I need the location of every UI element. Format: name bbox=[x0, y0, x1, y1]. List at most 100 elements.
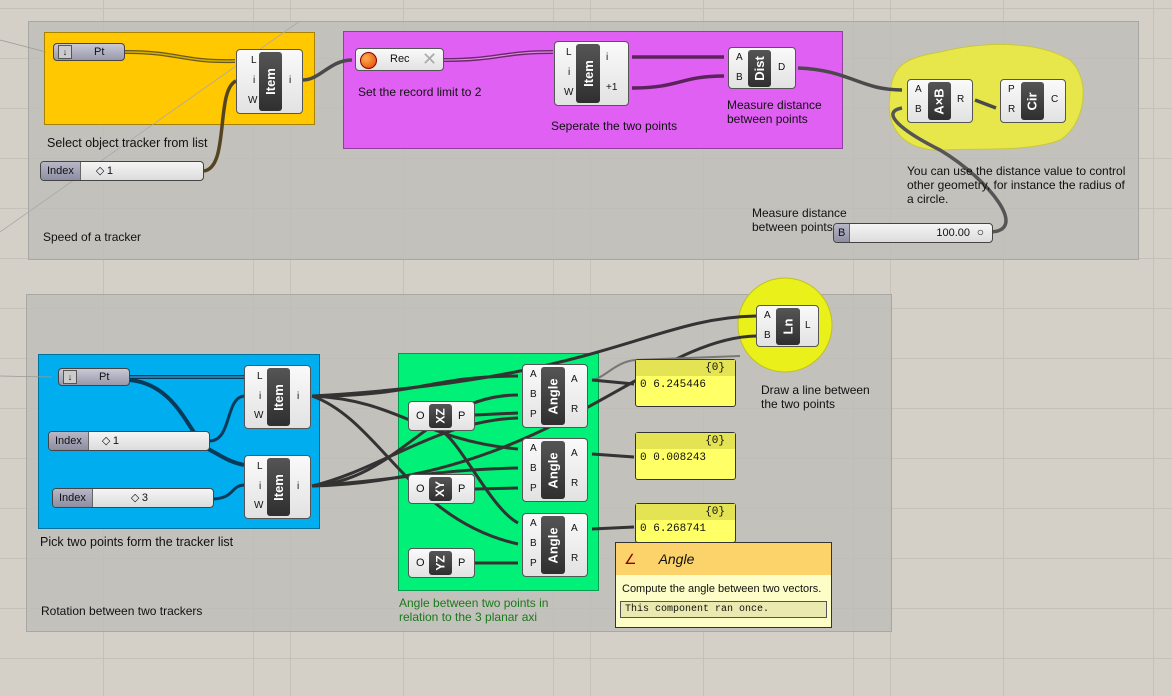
index-slider-top[interactable]: Index ◇1 bbox=[40, 161, 204, 181]
item-core: Item bbox=[259, 52, 282, 111]
output-port-reflex[interactable]: R bbox=[571, 478, 579, 489]
point-param-label: Pt bbox=[94, 46, 105, 58]
output-port-item[interactable]: i bbox=[606, 52, 609, 63]
slider-value: 1 bbox=[112, 435, 120, 447]
input-port-index[interactable]: i bbox=[259, 391, 262, 402]
input-port-origin[interactable]: O bbox=[416, 410, 425, 422]
value-panel-3[interactable]: {0} 0 6.268741 bbox=[635, 503, 736, 543]
slider-track[interactable]: ◇1 bbox=[89, 432, 209, 450]
multiply-component[interactable]: A B A×B R bbox=[907, 79, 973, 123]
output-port-result[interactable]: R bbox=[957, 94, 965, 105]
angle-component-2[interactable]: A B P Angle A R bbox=[522, 438, 588, 502]
list-item-component-a[interactable]: L i W Item i bbox=[244, 365, 311, 429]
input-port-origin[interactable]: O bbox=[416, 483, 425, 495]
slider-track[interactable]: ◇3 bbox=[93, 489, 213, 507]
input-port-wrap[interactable]: W bbox=[254, 500, 264, 511]
slider-name: Index bbox=[53, 489, 93, 507]
angle-component-1[interactable]: A B P Angle A R bbox=[522, 364, 588, 428]
input-port-a[interactable]: A bbox=[915, 84, 922, 95]
input-port-list[interactable]: L bbox=[251, 55, 257, 66]
output-port-reflex[interactable]: R bbox=[571, 553, 579, 564]
output-port-plane[interactable]: P bbox=[458, 483, 466, 495]
input-port-b[interactable]: B bbox=[530, 389, 537, 400]
index-slider-b[interactable]: Index ◇3 bbox=[52, 488, 214, 508]
input-port-b[interactable]: B bbox=[530, 538, 537, 549]
input-port-b[interactable]: B bbox=[530, 463, 537, 474]
radius-slider[interactable]: B 100.00○ bbox=[833, 223, 993, 243]
input-port-list[interactable]: L bbox=[566, 47, 572, 58]
output-port-angle[interactable]: A bbox=[571, 523, 578, 534]
output-port-reflex[interactable]: R bbox=[571, 404, 579, 415]
slider-handle-icon[interactable]: ◇ bbox=[101, 435, 111, 447]
panel-value: 6.268741 bbox=[653, 523, 707, 535]
panel-row: 0 6.245446 bbox=[640, 379, 707, 391]
slider-track[interactable]: 100.00○ bbox=[850, 224, 992, 242]
input-port-b[interactable]: B bbox=[764, 330, 771, 341]
input-port-index[interactable]: i bbox=[568, 67, 571, 78]
angle-component-3[interactable]: A B P Angle A R bbox=[522, 513, 588, 577]
data-recorder-component[interactable]: Rec ✕ bbox=[355, 48, 444, 71]
yz-plane-component[interactable]: O YZ P bbox=[408, 548, 475, 578]
slider-track[interactable]: ◇1 bbox=[81, 162, 203, 180]
output-port-plane[interactable]: P bbox=[458, 557, 466, 569]
input-port-a[interactable]: A bbox=[530, 518, 537, 529]
input-port-b[interactable]: B bbox=[736, 72, 743, 83]
output-port-item[interactable]: i bbox=[297, 391, 300, 402]
input-port-wrap[interactable]: W bbox=[254, 410, 264, 421]
input-port-a[interactable]: A bbox=[530, 443, 537, 454]
xy-plane-component[interactable]: O XY P bbox=[408, 474, 475, 504]
output-port-angle[interactable]: A bbox=[571, 448, 578, 459]
output-port-next[interactable]: +1 bbox=[606, 82, 618, 93]
point-param-top[interactable]: ↓ Pt bbox=[53, 43, 125, 61]
xz-plane-component[interactable]: O XZ P bbox=[408, 401, 475, 431]
pick-points-caption: Pick two points form the tracker list bbox=[40, 535, 234, 549]
value-panel-2[interactable]: {0} 0 0.008243 bbox=[635, 432, 736, 480]
input-port-list[interactable]: L bbox=[257, 461, 263, 472]
slider-name: Index bbox=[41, 162, 81, 180]
input-port-plane[interactable]: P bbox=[530, 409, 537, 420]
item-core: Item bbox=[267, 458, 290, 516]
input-port-radius[interactable]: R bbox=[1008, 104, 1016, 115]
output-port-plane[interactable]: P bbox=[458, 410, 466, 422]
record-label: Rec bbox=[390, 53, 410, 65]
input-port-b[interactable]: B bbox=[915, 104, 922, 115]
input-port-plane[interactable]: P bbox=[1008, 84, 1015, 95]
input-port-origin[interactable]: O bbox=[416, 557, 425, 569]
clear-icon[interactable]: ✕ bbox=[422, 49, 438, 69]
output-port-angle[interactable]: A bbox=[571, 374, 578, 385]
input-port-a[interactable]: A bbox=[764, 310, 771, 321]
input-port-wrap[interactable]: W bbox=[564, 87, 574, 98]
input-port-list[interactable]: L bbox=[257, 371, 263, 382]
slider-handle-icon[interactable]: ○ bbox=[976, 225, 984, 239]
index-slider-a[interactable]: Index ◇1 bbox=[48, 431, 210, 451]
circle-core: Cir bbox=[1021, 82, 1044, 120]
line-component[interactable]: A B Ln L bbox=[756, 305, 819, 347]
input-port-wrap[interactable]: W bbox=[248, 95, 258, 106]
output-port-circle[interactable]: C bbox=[1051, 94, 1059, 105]
circle-component[interactable]: P R Cir C bbox=[1000, 79, 1066, 123]
slider-handle-icon[interactable]: ◇ bbox=[95, 165, 105, 177]
multiply-core: A×B bbox=[928, 82, 951, 120]
group-speed-label: Speed of a tracker bbox=[43, 230, 142, 244]
distance-component[interactable]: A B Dist D bbox=[728, 47, 796, 89]
output-port-line[interactable]: L bbox=[805, 320, 811, 331]
panel-row: 0 0.008243 bbox=[640, 452, 707, 464]
group-rotation-label: Rotation between two trackers bbox=[41, 604, 203, 618]
panel-row: 0 6.268741 bbox=[640, 523, 707, 535]
output-port-distance[interactable]: D bbox=[778, 62, 786, 73]
input-port-index[interactable]: i bbox=[259, 481, 262, 492]
input-port-index[interactable]: i bbox=[253, 75, 256, 86]
list-item-component-separate[interactable]: L i W Item i +1 bbox=[554, 41, 629, 106]
input-port-plane[interactable]: P bbox=[530, 558, 537, 569]
list-item-component-top[interactable]: L i W Item i bbox=[236, 49, 303, 114]
slider-handle-icon[interactable]: ◇ bbox=[130, 492, 140, 504]
input-port-a[interactable]: A bbox=[736, 52, 743, 63]
list-item-component-b[interactable]: L i W Item i bbox=[244, 455, 311, 519]
input-port-plane[interactable]: P bbox=[530, 483, 537, 494]
output-port-item[interactable]: i bbox=[289, 75, 292, 86]
point-param-bottom[interactable]: ↓ Pt bbox=[58, 368, 130, 386]
output-port-item[interactable]: i bbox=[297, 481, 300, 492]
value-panel-1[interactable]: {0} 0 6.245446 bbox=[635, 359, 736, 407]
input-port-a[interactable]: A bbox=[530, 369, 537, 380]
